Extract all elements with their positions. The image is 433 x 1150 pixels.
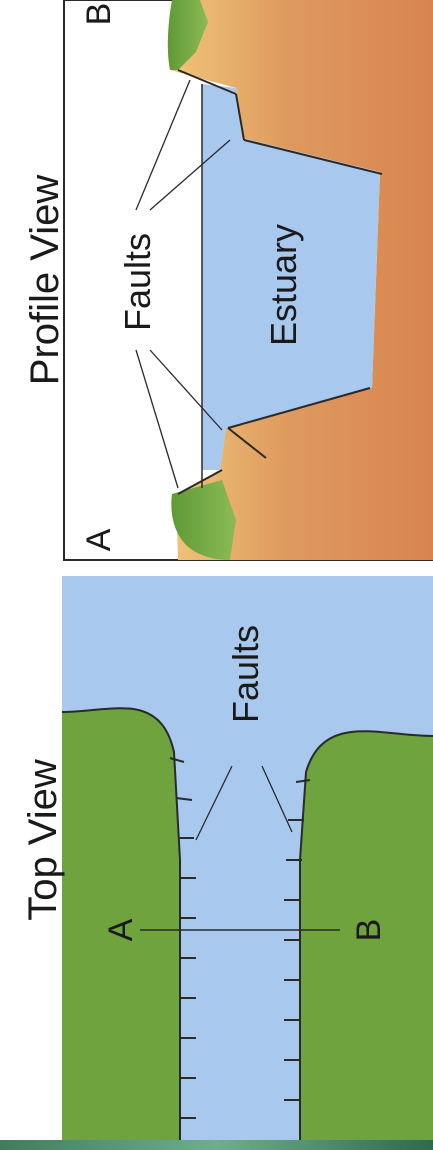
profile-point-a: A: [80, 528, 118, 551]
top-faults-label: Faults: [225, 625, 266, 723]
profile-estuary-label: Estuary: [263, 224, 304, 346]
top-view-panel: Top View Faults A B: [21, 576, 433, 1140]
bottom-photo-strip: [0, 1140, 433, 1150]
profile-view-panel: Profile View B A Faults Estuary: [23, 0, 433, 560]
profile-faults-label: Faults: [117, 233, 158, 331]
profile-point-b: B: [80, 3, 118, 26]
top-title: Top View: [21, 759, 65, 921]
top-point-a: A: [102, 918, 140, 941]
top-point-b: B: [350, 919, 388, 942]
profile-title: Profile View: [23, 175, 67, 386]
